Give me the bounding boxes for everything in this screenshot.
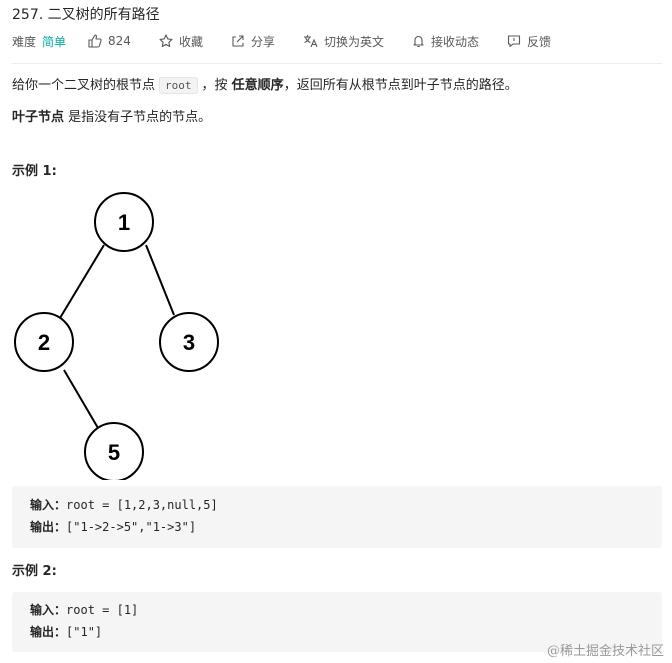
leaf-term: 叶子节点 <box>12 110 65 125</box>
example-1-title: 示例 1: <box>12 164 57 179</box>
tree-node-label: 1 <box>118 210 130 235</box>
difficulty-label: 难度 <box>12 34 37 49</box>
tree-edge-2-5 <box>63 369 99 429</box>
feedback-label: 反馈 <box>527 34 552 49</box>
leaf-definition-paragraph: 叶子节点 是指没有子节点的节点。 <box>12 108 211 128</box>
description-text: ，返回所有从根节点到叶子节点的路径。 <box>283 78 518 93</box>
example-2-title: 示例 2: <box>12 564 57 579</box>
description-text: ，按 <box>201 78 228 93</box>
inline-code-root: root <box>159 77 198 94</box>
leaf-definition-text: 是指没有子节点的节点。 <box>68 110 212 125</box>
input-label: 输入： <box>30 498 67 512</box>
output-label: 输出： <box>30 625 67 639</box>
bell-icon <box>413 35 424 48</box>
tree-node-3: 3 <box>159 312 219 372</box>
feedback-button[interactable]: 反馈 <box>507 33 551 50</box>
output-value: ["1"] <box>66 625 103 639</box>
tree-node-5: 5 <box>84 422 144 480</box>
input-value: root = [1] <box>66 603 139 617</box>
output-value: ["1->2->5","1->3"] <box>66 520 197 534</box>
favorite-button[interactable]: 收藏 <box>159 33 203 50</box>
input-label: 输入： <box>30 603 67 617</box>
translate-button[interactable]: 切换为英文 <box>303 33 384 50</box>
thumbs-up-icon <box>88 34 102 48</box>
meta-divider <box>12 63 662 64</box>
example-1-input-line: 输入：root = [1,2,3,null,5] <box>30 496 218 513</box>
tree-node-label: 3 <box>183 330 195 355</box>
output-label: 输出： <box>30 520 67 534</box>
description-text: 给你一个二叉树的根节点 <box>12 78 156 93</box>
translate-label: 切换为英文 <box>323 34 384 49</box>
tree-node-2: 2 <box>14 312 74 372</box>
translate-icon <box>303 35 318 48</box>
difficulty-badge: 简单 <box>42 34 67 49</box>
example-1-tree-diagram: 1 2 3 5 <box>14 192 219 480</box>
example-2-output-line: 输出：["1"] <box>30 623 102 640</box>
notify-label: 接收动态 <box>430 34 479 49</box>
share-button[interactable]: 分享 <box>231 33 275 50</box>
tree-node-label: 2 <box>38 330 50 355</box>
share-icon <box>232 35 244 47</box>
example-1-output-line: 输出：["1->2->5","1->3"] <box>30 518 196 535</box>
example-2-input-line: 输入：root = [1] <box>30 601 138 618</box>
feedback-icon <box>507 35 521 48</box>
tree-node-1: 1 <box>94 192 154 252</box>
problem-meta-bar: 难度 简单 824 收藏 分享 切换为英文 接收动态 反馈 <box>12 32 579 50</box>
like-button[interactable]: 824 <box>88 34 131 48</box>
tree-node-label: 5 <box>108 440 120 465</box>
tree-edge-1-3 <box>145 244 175 316</box>
input-value: root = [1,2,3,null,5] <box>66 498 218 512</box>
example-2-code-block: 输入：root = [1] 输出：["1"] <box>12 592 662 652</box>
watermark: @稀土掘金技术社区 <box>546 644 664 659</box>
favorite-label: 收藏 <box>178 34 203 49</box>
share-label: 分享 <box>250 34 275 49</box>
description-emphasis: 任意顺序 <box>231 78 284 93</box>
example-1-code-block: 输入：root = [1,2,3,null,5] 输出：["1->2->5","… <box>12 486 662 548</box>
problem-title: 257. 二叉树的所有路径 <box>12 7 160 23</box>
like-count: 824 <box>108 34 131 48</box>
notify-button[interactable]: 接收动态 <box>412 33 479 50</box>
tree-edge-1-2 <box>59 244 105 319</box>
star-icon <box>159 34 173 48</box>
